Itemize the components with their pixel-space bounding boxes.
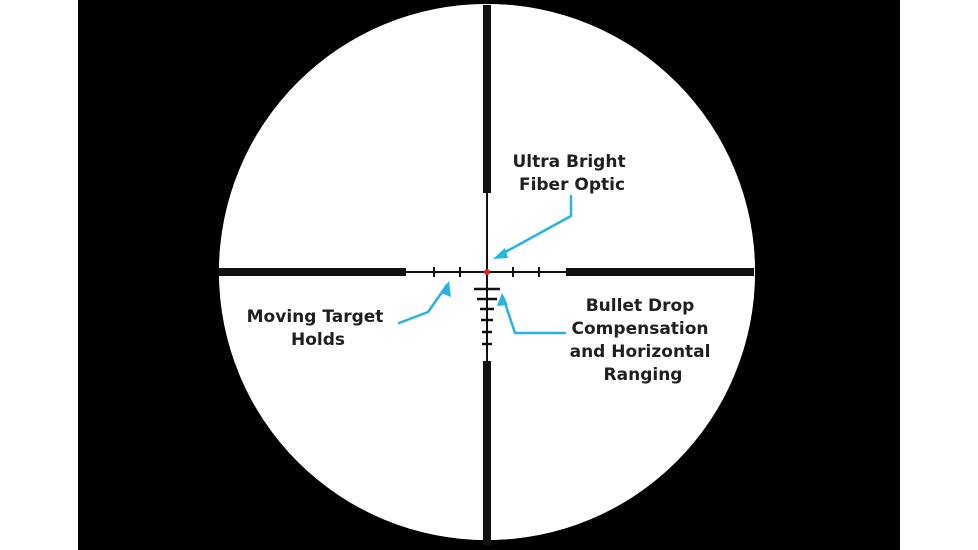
bottom-thick-post	[483, 361, 491, 545]
bullet-drop-label-line1: Bullet Drop	[586, 296, 695, 316]
moving-target-label-line1: Moving Target	[247, 307, 384, 327]
left-thick-post	[219, 268, 406, 276]
left-margin	[0, 0, 78, 550]
moving-target-arrow	[397, 283, 449, 325]
callout-arrowheads	[441, 248, 508, 306]
bullet-drop-label-line3: and Horizontal	[570, 342, 711, 362]
moving-target-label: Moving Target Holds	[247, 307, 390, 350]
bullet-drop-label: Bullet Drop Compensation and Horizontal …	[570, 296, 717, 385]
bullet-drop-label-line4: Ranging	[604, 365, 683, 385]
moving-target-arrowhead	[441, 281, 451, 297]
fiber-optic-label-line1: Ultra Bright	[512, 152, 625, 172]
bullet-drop-label-line2: Compensation	[572, 319, 709, 339]
fiber-optic-dot	[484, 269, 490, 275]
bullet-drop-arrow	[501, 295, 567, 335]
moving-target-label-line2: Holds	[291, 330, 345, 350]
right-margin	[900, 0, 978, 550]
bullet-drop-ticks	[474, 287, 500, 346]
fiber-optic-arrow	[496, 194, 573, 258]
top-thick-post	[483, 5, 491, 193]
fiber-optic-label: Ultra Bright Fiber Optic	[512, 152, 631, 195]
fiber-optic-label-line2: Fiber Optic	[519, 175, 625, 195]
bullet-drop-arrowhead	[497, 293, 508, 306]
fiber-optic-arrowhead	[493, 248, 508, 259]
right-thick-post	[566, 268, 754, 276]
callout-arrows	[397, 194, 573, 335]
moving-target-hold-ticks	[433, 267, 540, 277]
